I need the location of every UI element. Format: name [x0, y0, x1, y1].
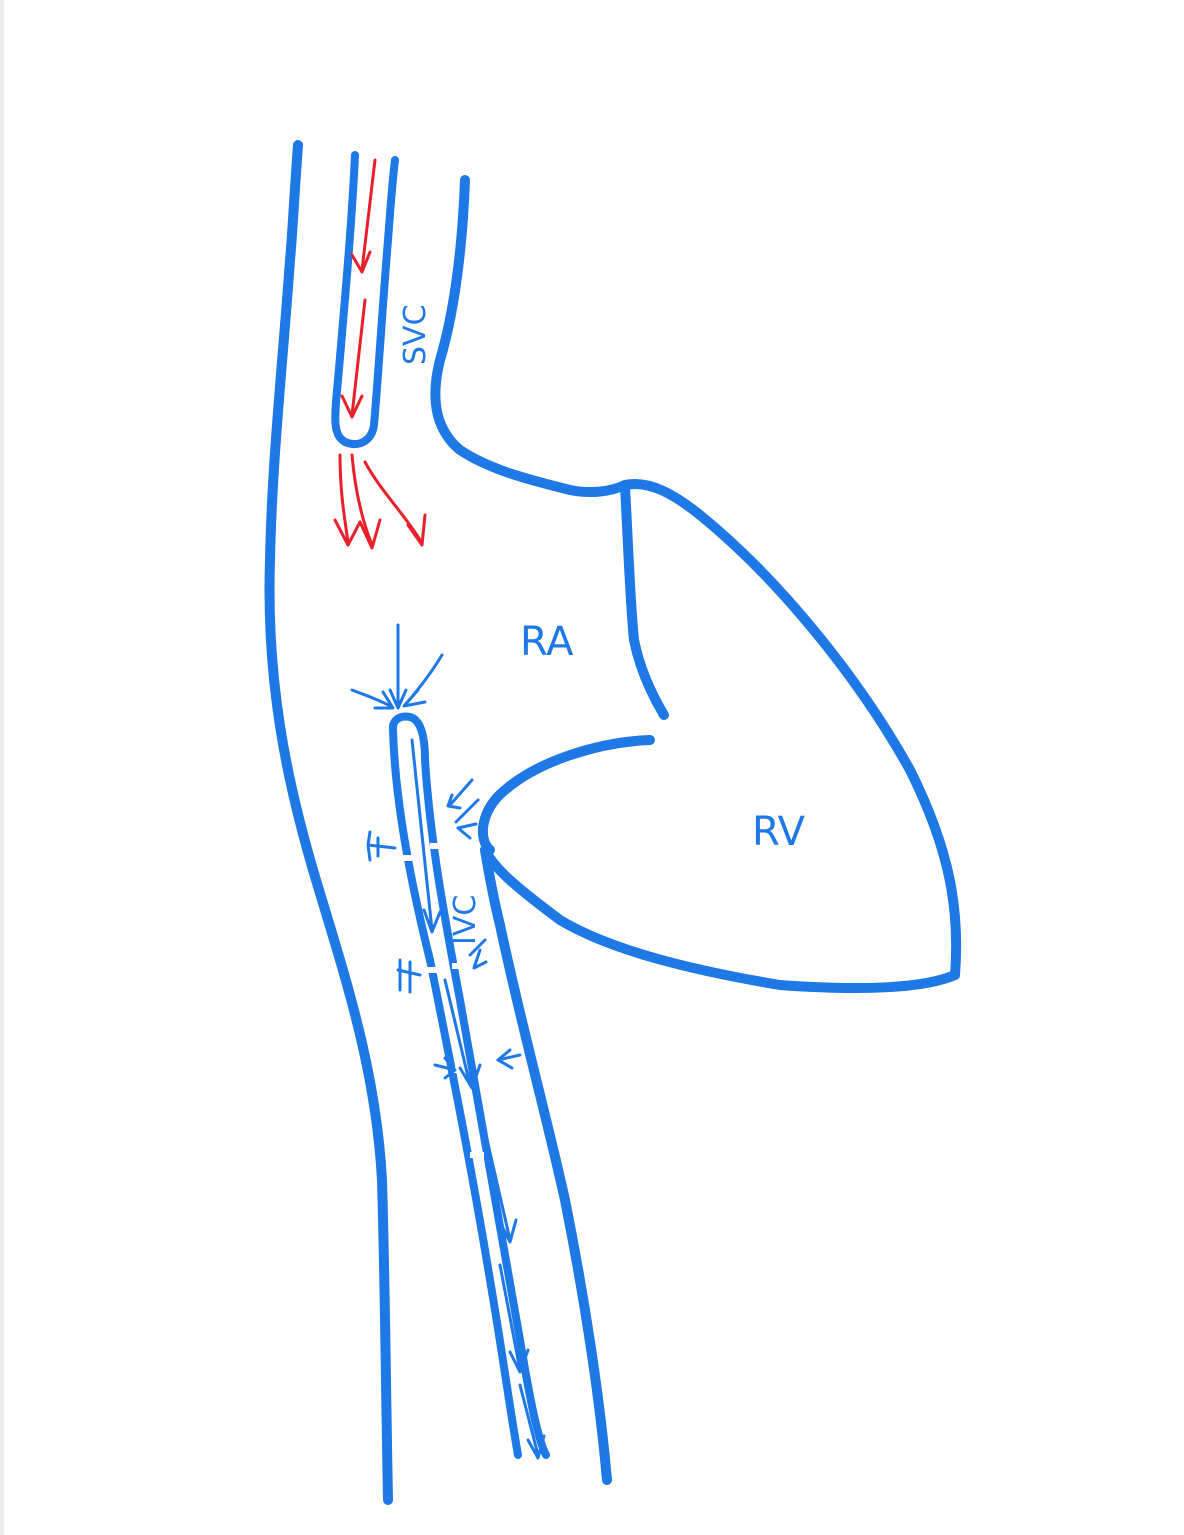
label-rv: RV: [752, 809, 806, 855]
label-ra: RA: [520, 619, 574, 665]
label-ivc: IVC: [448, 895, 483, 945]
svc-right-wall: [435, 180, 625, 492]
ra-rv-septum: [625, 487, 664, 715]
tricuspid-boundary: [483, 740, 650, 850]
label-svc: SVC: [398, 304, 433, 365]
outer-left-wall: [269, 145, 388, 1500]
rv-outline: [485, 484, 956, 988]
